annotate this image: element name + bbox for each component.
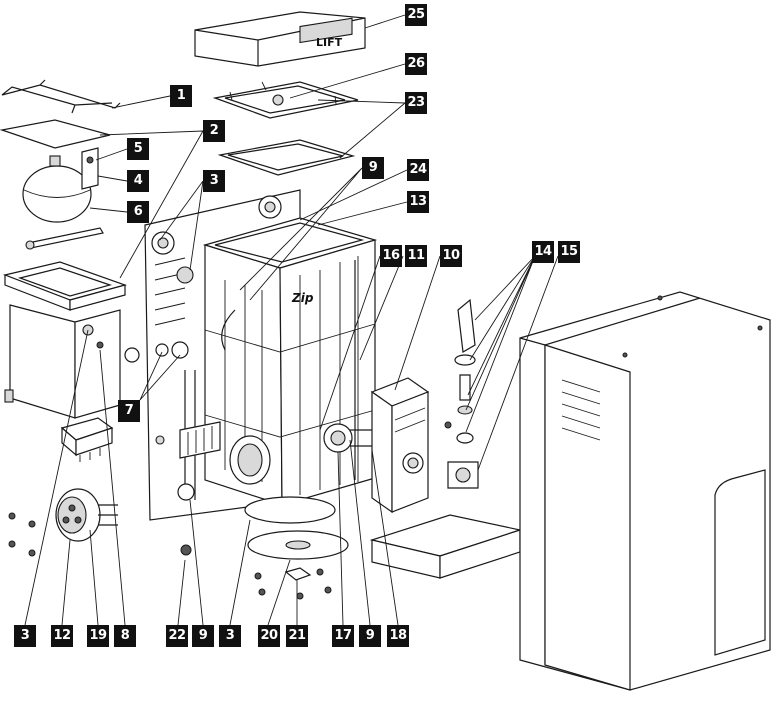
- callout-17: 17: [332, 625, 354, 647]
- callout-3-top: 3: [203, 170, 225, 192]
- pump-part: [323, 260, 372, 480]
- callout-14: 14: [532, 241, 554, 263]
- left-tank-part: [2, 261, 128, 419]
- rod-part: [25, 227, 104, 250]
- callout-10: 10: [440, 245, 462, 267]
- callout-23: 23: [405, 92, 427, 114]
- callout-1: 1: [170, 85, 192, 107]
- callout-26: 26: [405, 53, 427, 75]
- callout-8: 8: [114, 625, 136, 647]
- callout-3-bottom: 3: [219, 625, 241, 647]
- callout-3-left: 3: [14, 625, 36, 647]
- lid-part: LIFT: [194, 11, 366, 67]
- leader-lines: [24, 14, 559, 626]
- callout-9-bottom-right: 9: [359, 625, 381, 647]
- callout-9-top: 9: [362, 157, 384, 179]
- callout-18: 18: [387, 625, 409, 647]
- screws-left-part: [8, 512, 36, 557]
- valve-parts: [444, 298, 479, 489]
- callout-2: 2: [203, 120, 225, 142]
- callout-12: 12: [51, 625, 73, 647]
- control-module-part: [370, 377, 430, 514]
- callout-7: 7: [118, 400, 140, 422]
- heater-flange-part: [55, 488, 118, 542]
- callout-22: 22: [166, 625, 188, 647]
- lid-frame-part: [212, 81, 359, 119]
- main-tank-part: Zip: [202, 217, 378, 506]
- callout-24: 24: [407, 159, 429, 181]
- cover-plate-part: [0, 119, 111, 149]
- callout-15: 15: [558, 241, 580, 263]
- callout-16: 16: [380, 245, 402, 267]
- callout-20: 20: [258, 625, 280, 647]
- callout-19: 19: [87, 625, 109, 647]
- control-box-part: [60, 417, 114, 462]
- callout-5: 5: [127, 138, 149, 160]
- lid-text: LIFT: [316, 36, 343, 49]
- expansion-vessel-part: [22, 147, 99, 223]
- callout-25: 25: [405, 4, 427, 26]
- callout-11: 11: [405, 245, 427, 267]
- wire-bracket-part: [1, 79, 121, 114]
- callout-21: 21: [286, 625, 308, 647]
- piping-part: [124, 309, 236, 501]
- callout-13: 13: [407, 191, 429, 213]
- gasket-part: [217, 139, 356, 176]
- callout-4: 4: [127, 170, 149, 192]
- nut-and-screws-part: [180, 544, 332, 600]
- callout-9-bottom-left: 9: [192, 625, 214, 647]
- base-plate-part: [244, 496, 349, 560]
- callout-6: 6: [127, 201, 149, 223]
- outer-casing-part: [519, 291, 771, 691]
- tank-logo: Zip: [291, 291, 314, 305]
- tray-part: [369, 514, 523, 579]
